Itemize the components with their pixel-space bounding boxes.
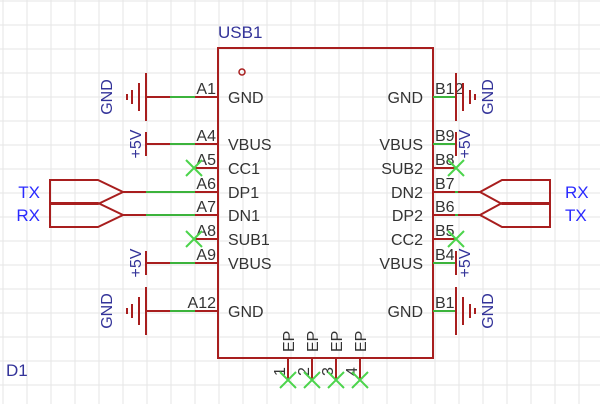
no-connect-icon	[351, 371, 369, 389]
gnd-symbol[interactable]: GND	[99, 73, 147, 121]
pin-name: DN2	[391, 185, 423, 202]
pin-name: EP	[353, 331, 370, 352]
pin-number: A9	[196, 247, 216, 264]
pin-number: B9	[435, 128, 455, 145]
d1-designator[interactable]: D1	[6, 361, 28, 380]
net-flag-label: TX	[18, 183, 40, 202]
pin-b8[interactable]: SUB2 B8	[381, 152, 456, 178]
pin-number: B6	[435, 199, 455, 216]
pin-a4[interactable]: VBUS A4	[146, 128, 272, 154]
component-designator[interactable]: USB1	[218, 23, 262, 42]
no-connect-icon	[185, 159, 203, 177]
no-connect-icon	[447, 159, 465, 177]
pin-b9[interactable]: VBUS B9	[379, 128, 456, 154]
pin-number: A7	[196, 199, 216, 216]
pin-b4[interactable]: VBUS B4	[379, 247, 456, 273]
pin-name: VBUS	[379, 137, 423, 154]
pin-name: CC1	[228, 161, 260, 178]
pin-name: GND	[387, 90, 423, 107]
power-5v-symbol[interactable]: +5V	[128, 248, 147, 277]
net-flag-rx[interactable]: RX	[16, 202, 126, 228]
pin-a7[interactable]: DN1 A7	[123, 199, 260, 225]
pin-name: EP	[329, 331, 346, 352]
net-label-5v: +5V	[457, 129, 474, 158]
pin1-marker	[238, 68, 246, 76]
pin-b6[interactable]: DP2 B6	[392, 199, 480, 225]
no-connect-icon	[327, 371, 345, 389]
pin-number: B8	[435, 152, 455, 169]
pin-number: B12	[435, 81, 464, 98]
pin-a12[interactable]: GND A12	[146, 295, 264, 321]
gnd-symbol[interactable]: GND	[455, 287, 497, 335]
pin-number: A4	[196, 128, 216, 145]
pin-name: DP2	[392, 208, 423, 225]
net-flag-tx[interactable]: TX	[18, 179, 126, 205]
pin-name: GND	[228, 304, 264, 321]
gnd-symbol[interactable]: GND	[455, 73, 497, 121]
no-connect-icon	[185, 230, 203, 248]
pin-number: B1	[435, 295, 455, 312]
net-label-gnd: GND	[99, 293, 116, 329]
pin-name: VBUS	[228, 256, 272, 273]
pin-a1[interactable]: GND A1	[146, 81, 264, 107]
pin-number: A6	[196, 176, 216, 193]
pin-a5[interactable]: CC1 A5	[194, 152, 260, 178]
net-flag-rx[interactable]: RX	[477, 179, 589, 205]
pin-name: SUB2	[381, 161, 423, 178]
net-label-5v: +5V	[128, 248, 145, 277]
pin-number: A8	[196, 223, 216, 240]
component-body[interactable]	[217, 47, 434, 359]
net-flag-label: RX	[565, 183, 589, 202]
net-flag-label: RX	[16, 206, 40, 225]
gnd-symbol[interactable]: GND	[99, 287, 147, 335]
pin-name: DN1	[228, 208, 260, 225]
no-connect-icon	[447, 230, 465, 248]
no-connect-icon	[279, 371, 297, 389]
pin-number: A12	[188, 295, 217, 312]
pin-number: B5	[435, 223, 455, 240]
no-connect-icon	[303, 371, 321, 389]
net-label-gnd: GND	[480, 79, 497, 115]
net-label-gnd: GND	[99, 79, 116, 115]
net-flag-tx[interactable]: TX	[477, 202, 587, 228]
net-label-gnd: GND	[480, 293, 497, 329]
net-label-5v: +5V	[128, 129, 145, 158]
pin-name: CC2	[391, 232, 423, 249]
pin-number: B4	[435, 247, 455, 264]
net-label-5v: +5V	[457, 248, 474, 277]
power-5v-symbol[interactable]: +5V	[128, 129, 147, 158]
power-5v-symbol[interactable]: +5V	[455, 129, 474, 158]
pin-number: B7	[435, 176, 455, 193]
pin-a8[interactable]: SUB1 A8	[194, 223, 270, 249]
pin-name: GND	[228, 90, 264, 107]
power-5v-symbol[interactable]: +5V	[455, 248, 474, 277]
pin-name: EP	[281, 331, 298, 352]
pin-b12[interactable]: GND B12	[387, 81, 463, 107]
pin-name: VBUS	[228, 137, 272, 154]
pin-name: VBUS	[379, 256, 423, 273]
pins: GNDA1GNDVBUSA4+5VCC1A5DP1A6TXDN1A7RXSUB1…	[16, 73, 589, 389]
pin-b1[interactable]: GND B1	[387, 295, 456, 321]
pin-number: A1	[196, 81, 216, 98]
pin-a6[interactable]: DP1 A6	[123, 176, 259, 202]
pin-name: GND	[387, 304, 423, 321]
net-flag-label: TX	[565, 206, 587, 225]
pin-number: A5	[196, 152, 216, 169]
pin-b7[interactable]: DN2 B7	[391, 176, 480, 202]
pin-name: SUB1	[228, 232, 270, 249]
pin-b5[interactable]: CC2 B5	[391, 223, 456, 249]
pin-name: EP	[305, 331, 322, 352]
pin-a9[interactable]: VBUS A9	[146, 247, 272, 273]
pin-name: DP1	[228, 185, 259, 202]
